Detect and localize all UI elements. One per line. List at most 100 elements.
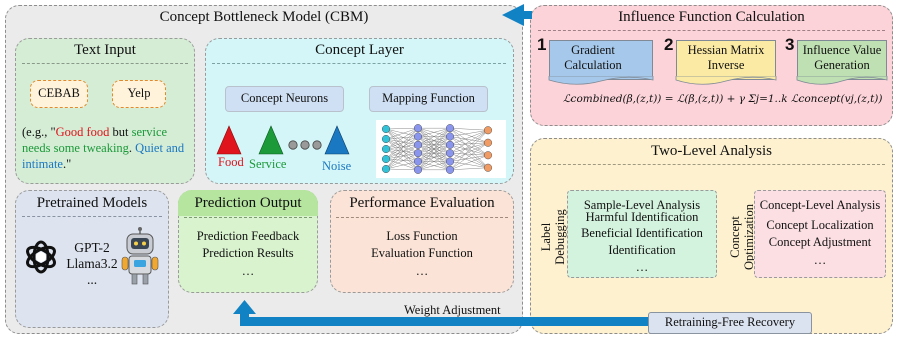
neural-network-icon <box>376 120 506 178</box>
concept-optimization-label: Concept Optimization <box>728 204 756 270</box>
step-3-number: 3 <box>785 35 795 54</box>
model-more: ... <box>86 272 98 287</box>
nn-edge <box>417 128 451 154</box>
nn-edge <box>449 130 489 145</box>
formula-text: ℒcombined(β,(z,t)) = ℒ(β,(z,t)) + γ Σj=1… <box>563 93 883 105</box>
nn-edge <box>449 167 489 171</box>
ellipsis-dot-icon <box>312 140 322 150</box>
sample-level-line-2: Beneficial Identification <box>581 226 703 240</box>
nn-node <box>483 138 492 147</box>
mapping-function-box <box>369 86 488 112</box>
nn-edge <box>385 128 419 154</box>
performance-line-2: Evaluation Function <box>371 246 473 260</box>
nn-edge <box>385 136 419 160</box>
concept-neurons-box <box>225 86 344 112</box>
nn-edge <box>385 144 419 160</box>
nn-edge <box>449 155 489 170</box>
nn-edge <box>449 128 489 143</box>
nn-node <box>483 126 492 135</box>
nn-edge <box>385 138 419 170</box>
nn-node <box>414 165 423 174</box>
noise-triangle-icon <box>324 125 350 155</box>
sample-level-box <box>567 190 717 278</box>
nn-edge <box>385 144 419 170</box>
influence-title: Influence Function Calculation <box>618 9 805 25</box>
pretrained-title: Pretrained Models <box>36 195 148 211</box>
concept-glyphs <box>216 125 350 155</box>
nn-edge <box>385 158 419 170</box>
example-green: service needs some tweaking <box>22 125 168 155</box>
mapping-function-label: Mapping Function <box>382 91 475 105</box>
example-open: (e.g., " <box>22 125 56 139</box>
recovery-label: Retraining-Free Recovery <box>664 315 796 329</box>
nn-node <box>381 155 390 164</box>
nn-edge <box>385 128 419 145</box>
nn-node <box>445 157 454 166</box>
performance-line-1: Loss Function <box>386 229 458 243</box>
nn-edge <box>449 153 489 168</box>
robot-icon <box>121 227 159 285</box>
nn-edge <box>385 161 419 170</box>
nn-node <box>483 163 492 172</box>
nn-edge <box>385 148 419 154</box>
nn-edge <box>417 144 451 170</box>
example-blue: Quiet and intimate <box>22 141 185 171</box>
nn-edge <box>449 142 489 162</box>
nn-edge <box>385 136 419 140</box>
nn-node <box>483 151 492 160</box>
nn-edge <box>449 136 489 143</box>
nn-node <box>445 165 454 174</box>
nn-edge <box>385 152 419 160</box>
nn-edge <box>449 142 489 154</box>
nn-edge <box>449 130 489 154</box>
nn-node <box>445 149 454 158</box>
pretrained-divider <box>22 216 162 217</box>
concept-level-box <box>754 190 886 278</box>
nn-edge <box>449 130 489 162</box>
text-input-title: Text Input <box>74 42 136 58</box>
concept-layer-divider <box>212 63 506 64</box>
concept-level-line-3: … <box>813 253 827 267</box>
step-2-box <box>676 40 776 80</box>
recovery-box <box>648 312 812 334</box>
prediction-header-bar <box>178 190 318 216</box>
performance-line-3: … <box>415 264 429 278</box>
text-input-divider <box>22 63 188 64</box>
model-gpt2: GPT-2 <box>74 240 110 255</box>
step-1-label: Gradient Calculation <box>564 43 622 72</box>
nn-edge <box>385 144 419 150</box>
two-level-title: Two-Level Analysis <box>650 143 772 159</box>
nn-node <box>445 132 454 141</box>
service-triangle-icon <box>258 125 284 155</box>
label-debugging-label: Label Debugging <box>539 209 567 265</box>
nn-edge <box>417 128 451 145</box>
concept-layer-title: Concept Layer <box>315 42 404 58</box>
step-2-label: Hessian Matrix Inverse <box>687 43 765 72</box>
noise-label: Noise <box>322 159 352 173</box>
influence-divider <box>538 30 885 31</box>
performance-panel <box>330 190 514 293</box>
concept-level-line-1: Concept Localization <box>766 218 874 232</box>
nn-edge <box>449 142 489 170</box>
prediction-line-3: … <box>241 264 255 278</box>
nn-edge <box>417 136 451 170</box>
nn-node <box>445 124 454 133</box>
text-example: (e.g., "Good food but service needs some… <box>22 124 192 172</box>
openai-logo-icon <box>26 240 56 274</box>
nn-edge <box>385 148 419 162</box>
performance-title: Performance Evaluation <box>349 195 495 211</box>
concept-level-title: Concept-Level Analysis <box>759 198 881 212</box>
cbm-title: Concept Bottleneck Model (CBM) <box>159 9 369 25</box>
nn-edge <box>449 127 489 131</box>
nn-edge <box>385 148 419 170</box>
nn-edge <box>385 136 419 170</box>
food-label: Food <box>218 155 244 169</box>
performance-divider <box>336 217 508 218</box>
nn-edge <box>385 138 419 154</box>
nn-edge <box>385 128 419 170</box>
prediction-line-2: Prediction Results <box>202 246 294 260</box>
nn-node <box>414 124 423 133</box>
step-2-number: 2 <box>664 35 674 54</box>
model-llama: Llama3.2 <box>66 256 118 271</box>
dataset-cebab <box>30 80 88 108</box>
